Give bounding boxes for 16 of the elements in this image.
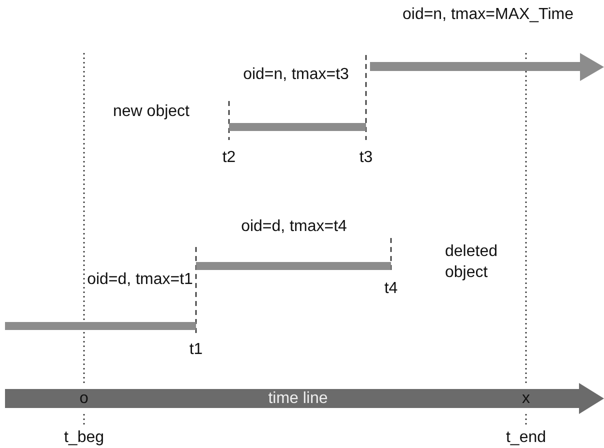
timeline-arrow bbox=[5, 383, 604, 414]
time-label: t4 bbox=[384, 280, 398, 297]
time-label: t1 bbox=[189, 341, 203, 358]
time-label: t3 bbox=[359, 149, 373, 166]
timeline-label: time line bbox=[268, 390, 328, 407]
time-label: t_beg bbox=[64, 429, 104, 446]
time-label: t2 bbox=[222, 149, 236, 166]
tick-mark: x bbox=[522, 390, 530, 407]
note-text: new object bbox=[113, 103, 190, 120]
interval-label: oid=n, tmax=MAX_Time bbox=[402, 6, 574, 23]
time-label: t_end bbox=[506, 429, 546, 446]
interval-label: oid=d, tmax=t4 bbox=[241, 218, 347, 235]
tick-mark: o bbox=[80, 390, 88, 407]
note-text: deleted object bbox=[445, 243, 498, 281]
interval-label: oid=n, tmax=t3 bbox=[243, 66, 349, 83]
interval-label: oid=d, tmax=t1 bbox=[87, 271, 193, 288]
